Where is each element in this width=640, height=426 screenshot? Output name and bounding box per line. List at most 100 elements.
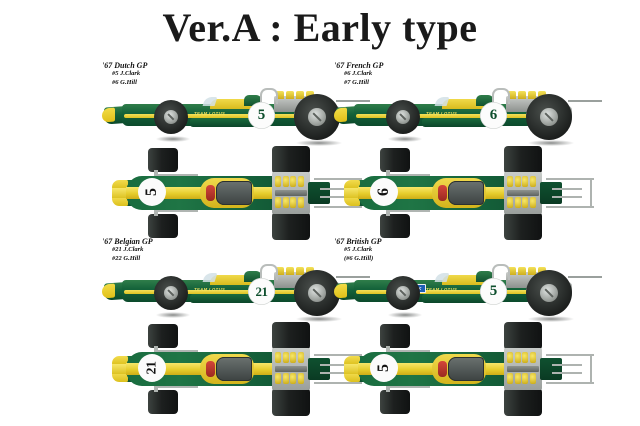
driver-entry: (#6 G.Hill) — [344, 254, 374, 262]
front-wheel — [154, 100, 188, 134]
panel-caption: '67 Belgian GP #21 J.Clark #22 G.Hill — [102, 237, 153, 263]
rear-wheel — [294, 270, 340, 316]
velocity-stacks — [507, 373, 539, 386]
rear-wheel — [526, 94, 572, 140]
cockpit-surround — [210, 275, 254, 285]
rear-right-wheel — [504, 212, 542, 240]
team-lotus-decal: TEAM LOTUS — [194, 111, 226, 116]
roll-bar — [260, 264, 278, 280]
cockpit-surround — [442, 99, 486, 109]
rear-left-wheel — [272, 146, 310, 174]
nose-tip — [112, 356, 128, 365]
driver-entry: #6 G.Hill — [112, 78, 137, 86]
rear-right-wheel — [272, 212, 310, 240]
gearbox — [308, 182, 330, 204]
rear-right-wheel — [272, 388, 310, 416]
velocity-stacks — [507, 176, 539, 189]
head-rest — [476, 271, 494, 282]
livery-panel-belgian: '67 Belgian GP #21 J.Clark #22 G.Hill TE… — [96, 237, 388, 416]
yellow-stripe — [356, 114, 532, 118]
velocity-stacks — [275, 373, 307, 386]
velocity-stacks — [275, 197, 307, 210]
front-left-wheel — [380, 148, 410, 172]
velocity-stacks — [275, 352, 307, 365]
race-number: 5 — [375, 364, 392, 372]
race-number: 5 — [489, 283, 498, 299]
nose-tip — [334, 283, 347, 299]
race-title: '67 Dutch GP — [102, 61, 148, 70]
nose-tip — [334, 107, 347, 123]
rear-wheel — [294, 94, 340, 140]
race-title: '67 French GP — [334, 61, 384, 70]
front-right-wheel — [380, 214, 410, 238]
wheel-hub — [164, 110, 178, 124]
roll-bar — [260, 88, 278, 104]
head-rest — [206, 185, 215, 201]
roll-bar — [492, 88, 510, 104]
nose-tip — [102, 283, 115, 299]
rear-left-wheel — [504, 322, 542, 350]
race-number-roundel: 5 — [138, 178, 166, 206]
yellow-stripe — [124, 290, 300, 294]
race-number-roundel: 6 — [480, 102, 507, 129]
rear-suspension — [546, 168, 600, 218]
wheel-hub — [396, 110, 410, 124]
nose-tip — [344, 180, 360, 189]
livery-panel-british: '67 British GP #5 J.Clark (#6 G.Hill) CL… — [328, 237, 620, 416]
race-number: 6 — [489, 107, 498, 123]
driver-entry: #22 G.Hill — [112, 254, 141, 262]
wheel-hub — [308, 108, 326, 126]
side-pod — [422, 118, 498, 127]
wheel-hub — [540, 108, 558, 126]
nose-tip — [112, 373, 128, 382]
gearbox — [540, 182, 562, 204]
cockpit-opening — [216, 357, 252, 381]
cockpit-opening — [216, 181, 252, 205]
nose-tip — [344, 197, 360, 206]
panel-caption: '67 French GP #6 J.Clark #7 G.Hill — [334, 61, 384, 87]
side-pod — [422, 294, 498, 303]
panel-caption: '67 Dutch GP #5 J.Clark #6 G.Hill — [102, 61, 148, 87]
cockpit-surround — [210, 99, 254, 109]
driver-entry: #21 J.Clark — [112, 246, 144, 254]
driver-entry: #7 G.Hill — [344, 78, 369, 86]
head-rest — [438, 361, 447, 377]
race-number-roundel: 6 — [370, 178, 398, 206]
yellow-stripe — [356, 290, 532, 294]
yellow-stripe — [124, 114, 300, 118]
velocity-stacks — [507, 197, 539, 210]
cam-cover — [275, 366, 307, 372]
head-rest — [244, 271, 262, 282]
roll-bar — [492, 264, 510, 280]
race-title: '67 Belgian GP — [102, 237, 153, 246]
cockpit-opening — [448, 181, 484, 205]
cam-cover — [507, 366, 539, 372]
nose-tip — [344, 373, 360, 382]
car-side-view: TEAM LOTUS 5 — [98, 78, 388, 150]
car-top-view: 6 — [328, 146, 620, 240]
cockpit-surround — [442, 275, 486, 285]
race-number: 6 — [375, 188, 392, 196]
car-top-view: 5 — [328, 322, 620, 416]
gearbox — [308, 358, 330, 380]
head-rest — [244, 95, 262, 106]
race-number: 21 — [255, 284, 269, 299]
nose-tip — [102, 107, 115, 123]
race-number-roundel: 21 — [248, 278, 275, 305]
rear-structure — [568, 100, 602, 102]
nose-tip — [344, 356, 360, 365]
race-title: '67 British GP — [334, 237, 382, 246]
rear-right-wheel — [504, 388, 542, 416]
velocity-stacks — [275, 176, 307, 189]
livery-panel-dutch: '67 Dutch GP #5 J.Clark #6 G.Hill TEAM L… — [96, 61, 388, 240]
front-left-wheel — [380, 324, 410, 348]
wheel-hub — [164, 286, 178, 300]
rear-suspension — [546, 344, 600, 394]
driver-entry: #6 J.Clark — [344, 70, 373, 78]
front-wheel — [386, 276, 420, 310]
head-rest — [476, 95, 494, 106]
rear-left-wheel — [504, 146, 542, 174]
cam-cover — [507, 190, 539, 196]
cam-cover — [275, 190, 307, 196]
front-left-wheel — [148, 148, 178, 172]
